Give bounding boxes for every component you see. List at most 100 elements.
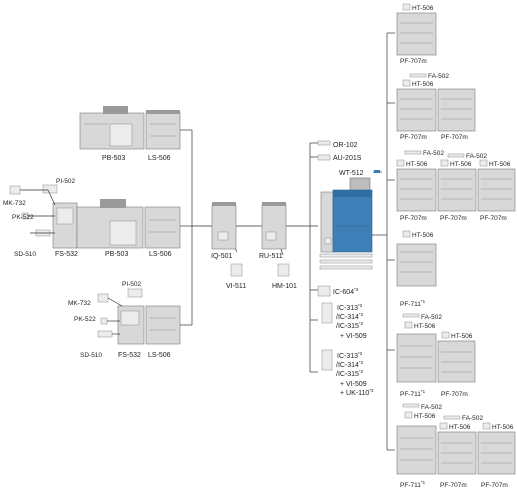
label-f3-ht3: HT-506 [489, 161, 511, 168]
label-ic-group1-line2: /IC-314*2 [336, 312, 364, 321]
label-ic-group2-line1: IC-313*2 [337, 351, 363, 360]
label-f6-ht3: HT-506 [492, 424, 514, 431]
label-ls506-bot: LS-506 [148, 352, 171, 359]
ht506-unit [439, 422, 448, 430]
label-f6-fa2: FA-502 [462, 415, 483, 422]
label-ls506-top: LS-506 [148, 155, 171, 162]
or102-unit [317, 140, 331, 146]
label-pk522-mid: PK-522 [12, 214, 34, 221]
fa502-unit [404, 150, 422, 155]
label-f3-pf3: PF-707m [480, 215, 507, 222]
label-f1-ht: HT-506 [412, 5, 434, 12]
ru511-unit [261, 204, 287, 250]
ht506-unit [482, 422, 491, 430]
label-pb503-top: PB-503 [102, 155, 125, 162]
label-ic-group1-line4: + VI-509 [340, 333, 367, 340]
feeder-config-1: HT-506 PF-707m [396, 3, 437, 65]
label-f3-fa1: FA-502 [423, 150, 444, 157]
label-fs532-mid: FS-532 [55, 251, 78, 258]
label-wt512: WT-512 [339, 170, 364, 177]
mk732-unit [9, 185, 21, 195]
label-f6-fa1: FA-502 [421, 404, 442, 411]
ht506-unit [404, 411, 413, 419]
ht506-unit [404, 321, 413, 329]
label-hm101: HM-101 [272, 283, 297, 290]
vi511-unit [230, 263, 243, 277]
label-f5-ht1: HT-506 [414, 323, 436, 330]
label-mk732-bot: MK-732 [68, 300, 91, 307]
label-f5-fa: FA-502 [421, 314, 442, 321]
label-f3-pf1: PF-707m [400, 215, 427, 222]
label-ic-group2-line5: + UK-110*3 [340, 388, 374, 397]
fa502-unit [402, 313, 420, 318]
label-ic-group1-line3: /IC-315*2 [336, 321, 364, 330]
label-ic604: IC-604*3 [333, 287, 359, 296]
label-ic-group2-line4: + VI-509 [340, 381, 367, 388]
label-or102: OR-102 [333, 142, 358, 149]
finisher-config-3: PI-502 MK-732 PK-522 SD-510 FS-532 LS-50… [68, 281, 181, 359]
label-f3-fa2: FA-502 [466, 153, 487, 160]
ht506-unit [479, 159, 488, 167]
main-unit-group: OR-102 AU-201S WT-512 IC-604*3 IC-313*2 … [317, 140, 380, 397]
mk732-bot-unit [97, 293, 109, 303]
pf707m-unit [437, 88, 476, 132]
ic-group2-unit [321, 349, 333, 371]
label-f5-pf2: PF-707m [441, 391, 468, 398]
hm101-unit [277, 263, 290, 277]
label-pi502-mid: PI-502 [56, 178, 76, 185]
ht506-unit [441, 331, 450, 339]
feeder-config-4: HT-506 PF-711*1 [396, 230, 437, 308]
ht506-unit [402, 79, 411, 87]
pf707m-unit [437, 168, 477, 212]
connector-lines [180, 32, 395, 451]
pf711-unit [396, 333, 437, 383]
pf707m-unit [477, 168, 516, 212]
fa502-unit [447, 153, 465, 158]
label-vi511: VI-511 [226, 283, 246, 290]
label-f6-pf3: PF-707m [481, 482, 508, 489]
ls506-mid-unit [144, 206, 181, 249]
label-pb503-mid: PB-503 [105, 251, 128, 258]
ls506-bot-unit [145, 305, 181, 345]
feeder-config-2: FA-502 HT-506 PF-707m PF-707m [396, 73, 476, 141]
label-f4-ht: HT-506 [412, 232, 434, 239]
pf707m-unit [396, 88, 437, 132]
iq501-unit [211, 204, 237, 250]
feeder-config-5: FA-502 HT-506 HT-506 PF-711*1 PF-707m [396, 313, 476, 398]
label-f2-pf1: PF-707m [400, 134, 427, 141]
feeder-config-3: FA-502 HT-506 FA-502 HT-506 HT-506 PF-70… [396, 150, 516, 222]
pi502-bot-unit [127, 288, 143, 298]
label-f2-ht: HT-506 [412, 81, 434, 88]
label-fs532-bot: FS-532 [118, 352, 141, 359]
label-sd510-mid: SD-510 [14, 251, 36, 258]
pf711-unit [396, 243, 437, 287]
ht506-unit [402, 3, 411, 11]
ic604-unit [317, 285, 331, 297]
ls506-unit [145, 112, 181, 150]
label-iq501: IQ-501 [211, 253, 233, 260]
label-f3-ht1: HT-506 [406, 161, 428, 168]
pi502-unit [42, 184, 58, 194]
ht506-unit [440, 159, 449, 167]
fa502-unit [409, 73, 427, 78]
label-ru511: RU-511 [259, 253, 283, 260]
label-f6-pf1: PF-711*1 [400, 480, 426, 489]
label-f3-ht2: HT-506 [450, 161, 472, 168]
fa502-unit [402, 403, 420, 408]
ht506-unit [402, 230, 411, 238]
label-ls506-mid: LS-506 [149, 251, 172, 258]
label-f4-pf: PF-711*1 [400, 299, 426, 308]
label-f3-pf2: PF-707m [440, 215, 467, 222]
label-pk522-bot: PK-522 [74, 316, 96, 323]
main-engine-unit [332, 189, 373, 253]
label-au201s: AU-201S [333, 155, 362, 162]
pf711-unit [396, 425, 437, 475]
fa502-unit [443, 415, 461, 420]
label-f6-ht1: HT-506 [414, 413, 436, 420]
label-f1-pf: PF-707m [400, 58, 427, 65]
pf707m-unit [437, 340, 476, 383]
inline-units: IQ-501 VI-511 RU-511 HM-101 [211, 202, 297, 290]
pf707m-unit [396, 168, 437, 212]
wt512-unit [374, 170, 380, 173]
